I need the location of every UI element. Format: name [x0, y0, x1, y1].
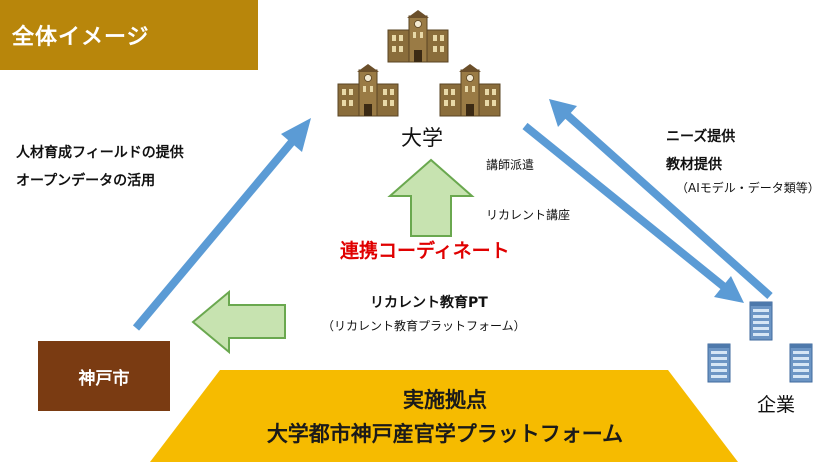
university-label: 大学 — [401, 126, 443, 150]
office-building-icon — [789, 343, 813, 383]
company-label: 企業 — [757, 394, 796, 416]
coordinate-label: 連携コーディネート — [340, 240, 510, 262]
pt-title: リカレント教育PT — [370, 295, 488, 311]
right-label-2: 教材提供 — [666, 157, 722, 173]
platform-line-2: 大学都市神戸産官学プラットフォーム — [266, 422, 624, 446]
left-label-1: 人材育成フィールドの提供 — [16, 145, 184, 161]
recurrent-course-label: リカレント講座 — [486, 208, 571, 222]
university-building-icon — [387, 9, 449, 63]
office-building-icon — [707, 343, 731, 383]
office-building-icon — [749, 301, 773, 341]
arrow-university-to-company — [522, 122, 744, 303]
arrow-company-to-university — [549, 99, 773, 299]
kobe-city-box: 神戸市 — [38, 341, 170, 411]
arrow-pt-to-kobe — [191, 289, 286, 355]
page-title: 全体イメージ — [0, 0, 258, 70]
arrow-coordinate-up — [387, 158, 475, 237]
left-label-2: オープンデータの活用 — [16, 173, 156, 189]
pt-subtitle: （リカレント教育プラットフォーム） — [322, 319, 526, 333]
university-building-icon — [337, 63, 399, 117]
arrow-kobe-to-university — [132, 118, 311, 331]
university-building-icon — [439, 63, 501, 117]
platform-line-1: 実施拠点 — [403, 388, 487, 412]
right-label-3: （AIモデル・データ類等） — [676, 181, 820, 195]
platform-base — [150, 370, 738, 462]
right-label-1: ニーズ提供 — [666, 129, 736, 145]
lecturer-label: 講師派遣 — [486, 158, 535, 172]
